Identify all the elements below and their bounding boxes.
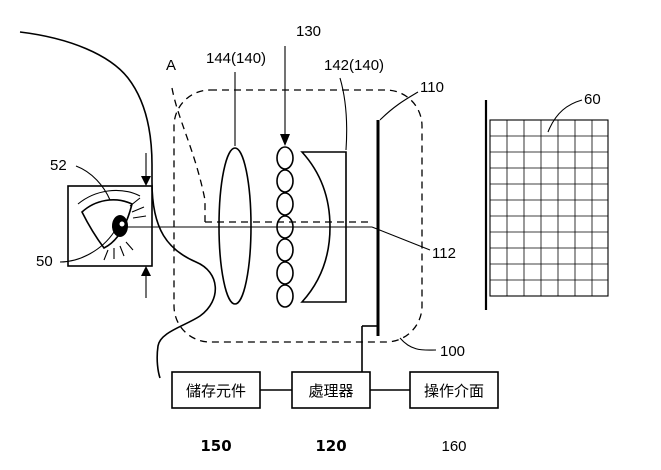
screen-60-grid: [490, 120, 608, 296]
lens-144: [218, 147, 252, 305]
eye-arrow-bottom-head: [141, 266, 151, 276]
storage-box: [171, 371, 261, 409]
screen-60-leader: [547, 99, 583, 133]
processor-box-text: 處理器: [308, 382, 353, 400]
label-60: 60: [584, 91, 601, 108]
label-110: 110: [420, 79, 444, 96]
label-144: 144(140): [206, 50, 266, 67]
interface-ref: 160: [441, 438, 466, 455]
processor-ref: 120: [315, 437, 346, 455]
lens-142: [300, 151, 347, 303]
face-outline: [19, 31, 217, 379]
label-130: 130: [296, 23, 321, 40]
lens-142-leader: [339, 77, 348, 151]
device-100-leader: [399, 337, 437, 351]
axis-A-leader: [171, 87, 206, 222]
microlens-array-130: [276, 146, 294, 308]
face-52-leader: [75, 165, 111, 201]
storage-box-text: 儲存元件: [186, 382, 246, 400]
storage-ref: 150: [200, 437, 231, 455]
interface-box: [409, 371, 499, 409]
label-112: 112: [432, 245, 456, 262]
label-A: A: [166, 57, 176, 74]
eye-arrow-top-head: [141, 176, 151, 186]
processor-box: [291, 371, 371, 409]
lens-130-arrow: [280, 134, 290, 146]
interface-box-text: 操作介面: [424, 382, 484, 400]
device-frame-110: [173, 89, 423, 343]
frame-110-leader: [379, 91, 419, 121]
eye-50-leader: [59, 231, 115, 263]
label-100: 100: [440, 343, 465, 360]
eye-icon: [77, 189, 147, 261]
screen-60: [489, 119, 609, 297]
eye-view-box: [67, 185, 153, 267]
label-142: 142(140): [324, 57, 384, 74]
sensor-112-leader: [371, 226, 431, 251]
label-52: 52: [50, 157, 67, 174]
label-50: 50: [36, 253, 53, 270]
